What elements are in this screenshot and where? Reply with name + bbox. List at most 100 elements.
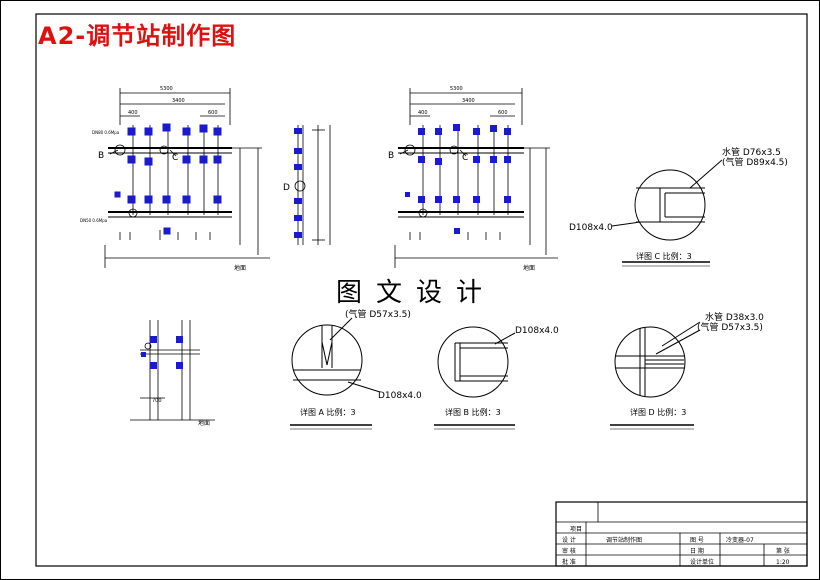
title-block-date: 日 期 bbox=[690, 547, 704, 555]
title-block-drawing-name: 调节站制作图 bbox=[606, 536, 642, 544]
valve-icon bbox=[435, 128, 442, 135]
valve-icon bbox=[162, 195, 171, 204]
valve-icon bbox=[182, 195, 191, 204]
detail-c-label-top1: 水管 D76x3.5 bbox=[722, 146, 781, 158]
valve-icon bbox=[453, 124, 460, 131]
plan-left-note: DN50 0.6Mpa bbox=[80, 218, 108, 223]
small-section-ground: 地面 bbox=[198, 419, 210, 427]
valve-icon bbox=[127, 155, 136, 164]
title-block-project: 项目 bbox=[570, 526, 582, 533]
plan-right-dim: 400 bbox=[418, 110, 428, 116]
valve-icon bbox=[163, 227, 171, 235]
title-block-sheet: 第 张 bbox=[776, 547, 790, 555]
valve-icon bbox=[490, 156, 497, 163]
detail-d bbox=[610, 321, 701, 430]
plan-left-label-b: B bbox=[98, 151, 104, 161]
valve-icon bbox=[199, 155, 208, 164]
plan-left-valves bbox=[114, 123, 222, 235]
plan-left-note: DN80 0.6Mpa bbox=[92, 130, 120, 135]
valve-icon bbox=[435, 196, 442, 203]
small-section-dim: 700 bbox=[152, 398, 162, 404]
marker-b-circle bbox=[114, 144, 126, 156]
inner-border bbox=[35, 13, 808, 567]
valve-icon bbox=[294, 198, 302, 204]
detail-d-label-top1: 水管 D38x3.0 bbox=[705, 311, 764, 323]
marker-d-circle bbox=[294, 180, 306, 192]
valve-icon bbox=[127, 195, 136, 204]
plan-left-label-c: C bbox=[172, 153, 178, 163]
section-mid-label-d: D bbox=[283, 183, 290, 193]
plan-left-dim: 600 bbox=[208, 110, 218, 116]
valve-icon bbox=[294, 164, 302, 170]
title-block-approve: 批 准 bbox=[562, 558, 576, 566]
valve-icon bbox=[213, 195, 222, 204]
valve-icon bbox=[127, 127, 136, 136]
valve-icon bbox=[199, 124, 208, 133]
detail-b-caption: 详图 B 比例：3 bbox=[445, 407, 501, 417]
valve-icon bbox=[418, 156, 425, 163]
detail-c bbox=[611, 159, 723, 267]
plan-left-ground: 地面 bbox=[234, 264, 246, 272]
valve-icon bbox=[213, 127, 222, 136]
valve-icon bbox=[473, 156, 480, 163]
valve-icon bbox=[418, 196, 425, 203]
valve-icon bbox=[294, 148, 302, 154]
valve-icon bbox=[176, 362, 183, 369]
valve-icon bbox=[150, 336, 157, 343]
gauge-icon bbox=[141, 352, 146, 357]
marker-c-circle bbox=[449, 145, 459, 155]
valve-icon bbox=[453, 196, 460, 203]
title-block-figno: 冷变器-07 bbox=[726, 536, 754, 544]
valve-icon bbox=[182, 127, 191, 136]
valve-icon bbox=[504, 196, 511, 203]
valve-icon bbox=[144, 157, 153, 166]
plan-left-dim: 5300 bbox=[160, 86, 173, 92]
valve-icon bbox=[294, 128, 302, 134]
valve-icon bbox=[150, 362, 157, 369]
plan-right-ground: 地面 bbox=[523, 264, 535, 272]
detail-c-label-top2: (气管 D89x4.5) bbox=[722, 156, 788, 168]
plan-right-label-b: B bbox=[388, 151, 394, 161]
valve-icon bbox=[294, 215, 302, 221]
title-block bbox=[555, 501, 808, 567]
valve-icon bbox=[213, 155, 222, 164]
detail-d-caption: 详图 D 比例：3 bbox=[630, 407, 686, 417]
plan-right-label-c: C bbox=[462, 153, 468, 163]
title-block-design: 设 计 bbox=[562, 536, 576, 544]
valve-icon bbox=[144, 195, 153, 204]
center-watermark: 图文设计 bbox=[336, 278, 497, 308]
plan-right-dim: 3400 bbox=[462, 98, 475, 104]
title-block-unit: 设计单位 bbox=[690, 558, 714, 566]
valve-icon bbox=[294, 232, 302, 238]
valve-icon bbox=[182, 155, 191, 164]
detail-b bbox=[434, 326, 516, 430]
marker-b-circle bbox=[404, 144, 416, 156]
valve-icon bbox=[176, 336, 183, 343]
valve-icon bbox=[435, 158, 442, 165]
plan-right-dim: 600 bbox=[498, 110, 508, 116]
valve-icon bbox=[504, 156, 511, 163]
plan-right-dim: 5300 bbox=[450, 86, 463, 92]
detail-c-caption: 详图 C 比例：3 bbox=[636, 251, 692, 261]
detail-a-label-bottom: D108x4.0 bbox=[378, 391, 422, 401]
detail-d-label-top2: (气管 D57x3.5) bbox=[697, 321, 763, 333]
detail-c-label-left: D108x4.0 bbox=[569, 223, 613, 233]
detail-a-caption: 详图 A 比例：3 bbox=[300, 407, 356, 417]
gauge-icon bbox=[114, 191, 121, 198]
section-mid-valves bbox=[294, 128, 302, 238]
small-section-valves bbox=[141, 336, 183, 369]
plan-right bbox=[394, 88, 558, 268]
title-block-check: 审 核 bbox=[562, 547, 576, 555]
section-mid bbox=[294, 125, 331, 245]
title-block-scale: 1:20 bbox=[776, 559, 790, 566]
gauge-icon bbox=[405, 192, 410, 197]
valve-icon bbox=[504, 128, 511, 135]
valve-icon bbox=[454, 228, 460, 234]
title-block-figno-label: 图 号 bbox=[690, 537, 704, 544]
plan-right-valves bbox=[405, 124, 511, 234]
valve-icon bbox=[473, 128, 480, 135]
detail-a bbox=[290, 317, 381, 430]
sheet-title: A2-调节站制作图 bbox=[38, 22, 237, 50]
valve-icon bbox=[490, 125, 497, 132]
